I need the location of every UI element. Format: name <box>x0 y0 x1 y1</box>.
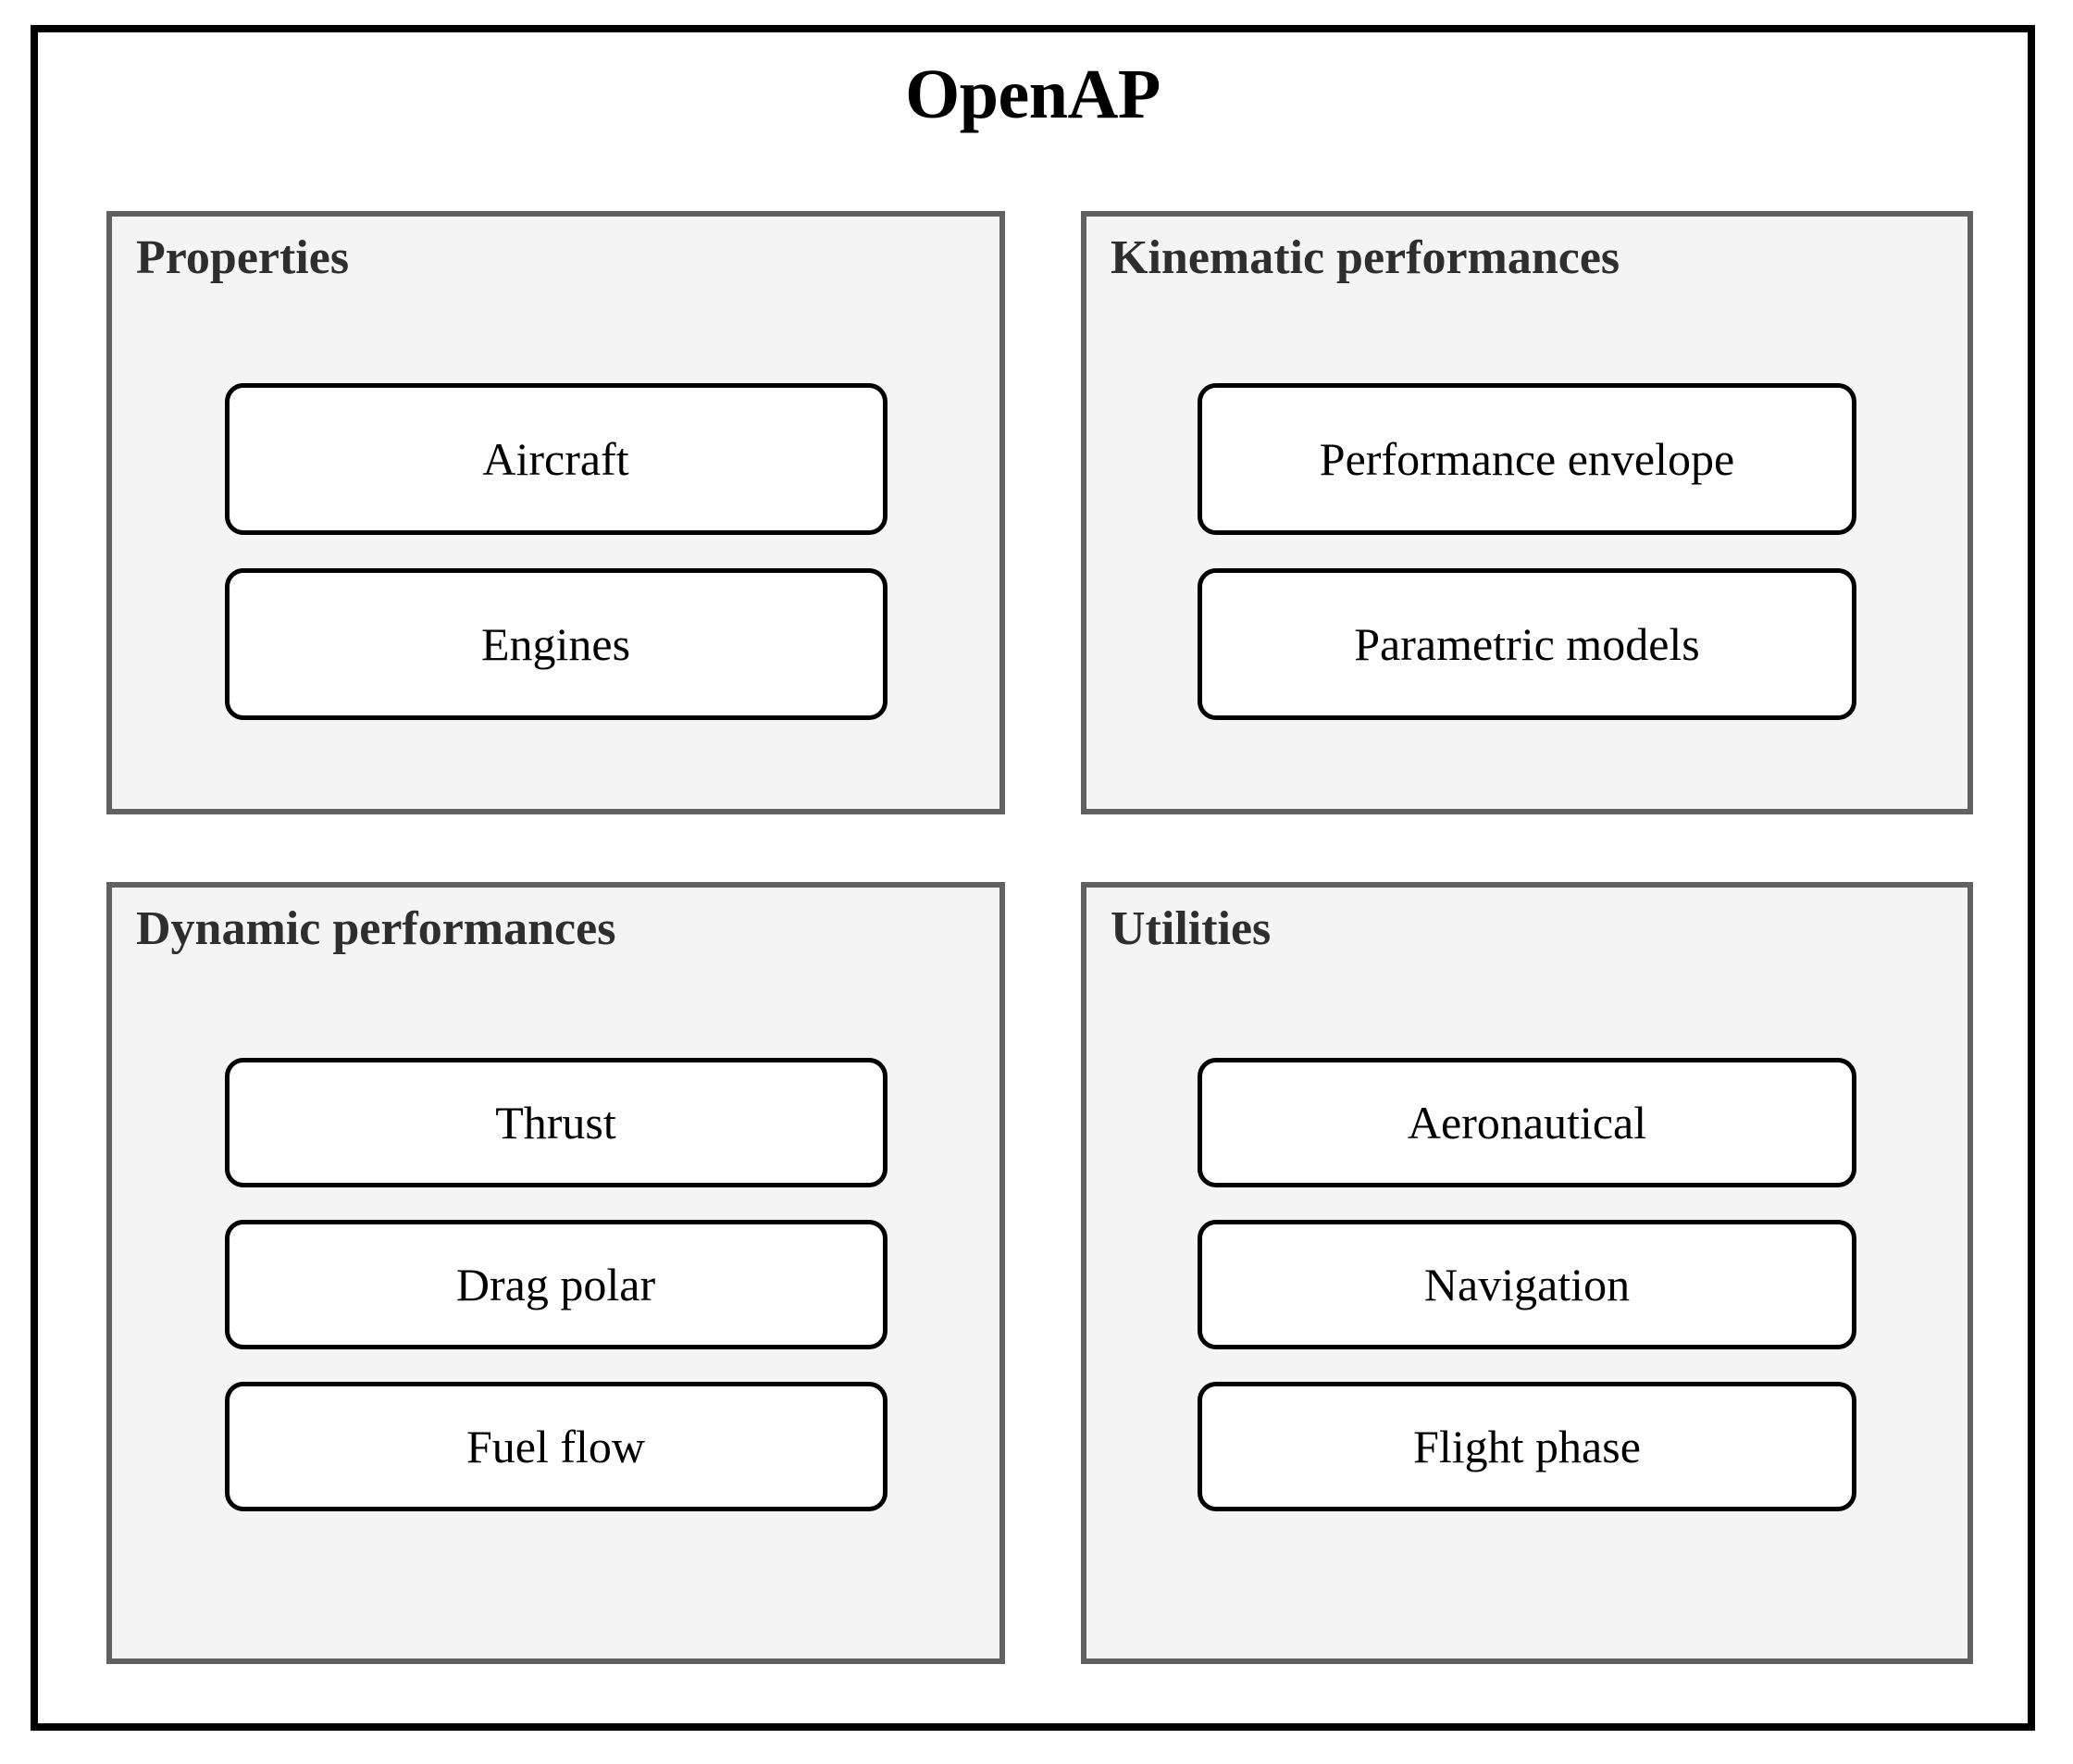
panel-title-kinematic-performances: Kinematic performances <box>1111 231 1620 284</box>
node-fuel-flow[interactable]: Fuel flow <box>224 1382 888 1511</box>
panel-title-dynamic-performances: Dynamic performances <box>136 902 616 955</box>
panel-title-properties: Properties <box>136 231 350 284</box>
node-engines[interactable]: Engines <box>224 568 888 720</box>
node-drag-polar[interactable]: Drag polar <box>224 1220 888 1349</box>
node-aircraft[interactable]: Aircraft <box>224 383 888 535</box>
node-label: Flight phase <box>1413 1420 1641 1472</box>
node-navigation[interactable]: Navigation <box>1198 1220 1856 1349</box>
panel-utilities: Utilities Aeronautical Navigation Flight… <box>1081 882 1973 1664</box>
node-flight-phase[interactable]: Flight phase <box>1198 1382 1856 1511</box>
panel-grid: Properties Aircraft Engines Kinematic pe… <box>106 211 1973 1664</box>
node-label: Navigation <box>1423 1258 1631 1311</box>
node-performance-envelope[interactable]: Performance envelope <box>1198 383 1856 535</box>
node-list-properties: Aircraft Engines <box>112 383 999 720</box>
node-label: Aircraft <box>482 432 629 485</box>
node-label: Engines <box>480 617 631 670</box>
node-label: Parametric models <box>1354 617 1700 670</box>
node-label: Fuel flow <box>465 1420 646 1472</box>
node-thrust[interactable]: Thrust <box>224 1058 888 1187</box>
node-list-kinematic-performances: Performance envelope Parametric models <box>1086 383 1967 720</box>
node-aeronautical[interactable]: Aeronautical <box>1198 1058 1856 1187</box>
node-parametric-models[interactable]: Parametric models <box>1198 568 1856 720</box>
node-label: Aeronautical <box>1407 1096 1647 1149</box>
node-label: Thrust <box>495 1096 616 1149</box>
node-list-utilities: Aeronautical Navigation Flight phase <box>1086 1058 1967 1511</box>
node-list-dynamic-performances: Thrust Drag polar Fuel flow <box>112 1058 999 1511</box>
node-label: Drag polar <box>455 1258 656 1311</box>
panel-title-utilities: Utilities <box>1111 902 1272 955</box>
panel-kinematic-performances: Kinematic performances Performance envel… <box>1081 211 1973 814</box>
diagram-outer-frame: OpenAP Properties Aircraft Engines Kinem… <box>31 25 2035 1731</box>
page-title: OpenAP <box>905 56 1161 133</box>
node-label: Performance envelope <box>1319 432 1735 485</box>
panel-properties: Properties Aircraft Engines <box>106 211 1005 814</box>
panel-dynamic-performances: Dynamic performances Thrust Drag polar F… <box>106 882 1005 1664</box>
